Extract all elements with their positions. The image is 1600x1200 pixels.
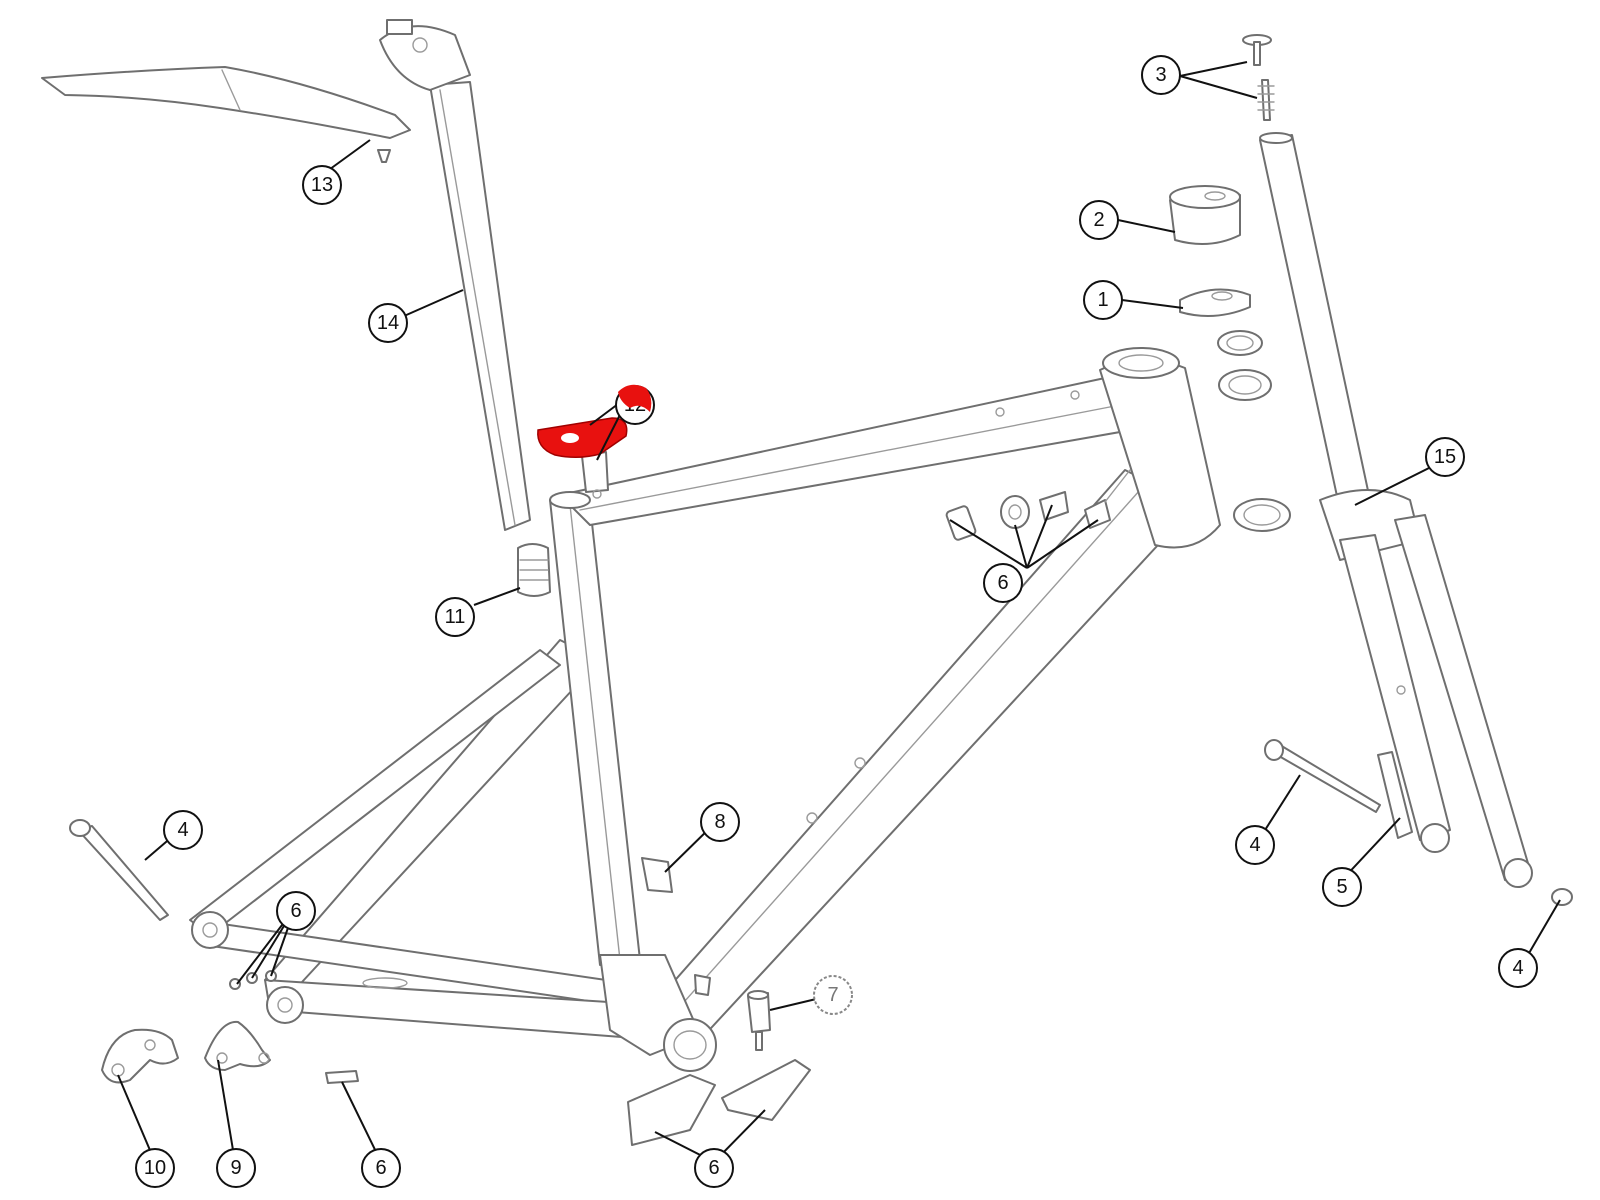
- callout-label-6b: 6: [290, 900, 301, 922]
- fork-part-15: [1259, 132, 1533, 888]
- thru-axle-front-part-4: [1264, 739, 1381, 813]
- callout-4-front-axle: 4: [1235, 825, 1275, 865]
- callout-label-9: 9: [230, 1157, 241, 1179]
- callout-label-4c: 4: [1512, 957, 1523, 979]
- brake-mount-part-5: [1377, 751, 1413, 839]
- callout-13: 13: [302, 165, 342, 205]
- derailleur-hanger-part-9: [204, 1020, 271, 1071]
- callout-label-4b: 4: [1249, 834, 1260, 856]
- callout-label-6d: 6: [708, 1157, 719, 1179]
- callout-3: 3: [1141, 55, 1181, 95]
- callout-4-nut: 4: [1498, 948, 1538, 988]
- seatpost-wedge-part-11: [517, 543, 551, 597]
- callout-12-highlight: [618, 384, 652, 412]
- callout-label-6c: 6: [375, 1157, 386, 1179]
- callout-14: 14: [368, 303, 408, 343]
- callout-label-5: 5: [1336, 876, 1347, 898]
- callout-label-4a: 4: [177, 819, 188, 841]
- derailleur-hanger-part-10: [101, 1028, 179, 1084]
- callout-label-2: 2: [1093, 209, 1104, 231]
- axle-nut-part-4: [1551, 888, 1573, 906]
- headset-parts: [1169, 34, 1291, 532]
- callout-1: 1: [1083, 280, 1123, 320]
- cable-guides-part-6: [229, 469, 1131, 1146]
- highlighted-seat-clamp-cover: [537, 417, 628, 458]
- callout-label-1: 1: [1097, 289, 1108, 311]
- rear-fender-part-13: [41, 66, 411, 163]
- callout-label-14: 14: [377, 312, 399, 334]
- seat-clamp-bolt-part-12: [581, 451, 609, 499]
- callout-15: 15: [1425, 437, 1465, 477]
- callout-4-rear-axle: 4: [163, 810, 203, 850]
- callout-label-11: 11: [445, 606, 466, 628]
- callout-6-bottom: 6: [361, 1148, 401, 1188]
- callout-10: 10: [135, 1148, 175, 1188]
- callout-6-bb-guard: 6: [694, 1148, 734, 1188]
- thru-axle-rear-part-4: [69, 819, 169, 921]
- callout-label-3: 3: [1155, 64, 1166, 86]
- callout-label-15: 15: [1434, 446, 1456, 468]
- callout-6-dropout: 6: [276, 891, 316, 931]
- seatpost-part-14: [379, 19, 531, 531]
- cable-port-part-8: [641, 857, 673, 893]
- highlight-hole: [561, 433, 579, 443]
- callout-11: 11: [435, 597, 475, 637]
- callout-label-8: 8: [714, 811, 725, 833]
- callout-2: 2: [1079, 200, 1119, 240]
- callout-label-7: 7: [827, 984, 838, 1006]
- bb-cable-guide-part-7: [747, 990, 771, 1051]
- callout-label-13: 13: [311, 174, 333, 196]
- callout-8: 8: [700, 802, 740, 842]
- bicycle-frame: [189, 347, 1221, 1072]
- callout-label-10: 10: [144, 1157, 166, 1179]
- callout-label-6a: 6: [997, 572, 1008, 594]
- callout-9: 9: [216, 1148, 256, 1188]
- callout-7: 7: [813, 975, 853, 1015]
- callout-6-top: 6: [983, 563, 1023, 603]
- callout-5: 5: [1322, 867, 1362, 907]
